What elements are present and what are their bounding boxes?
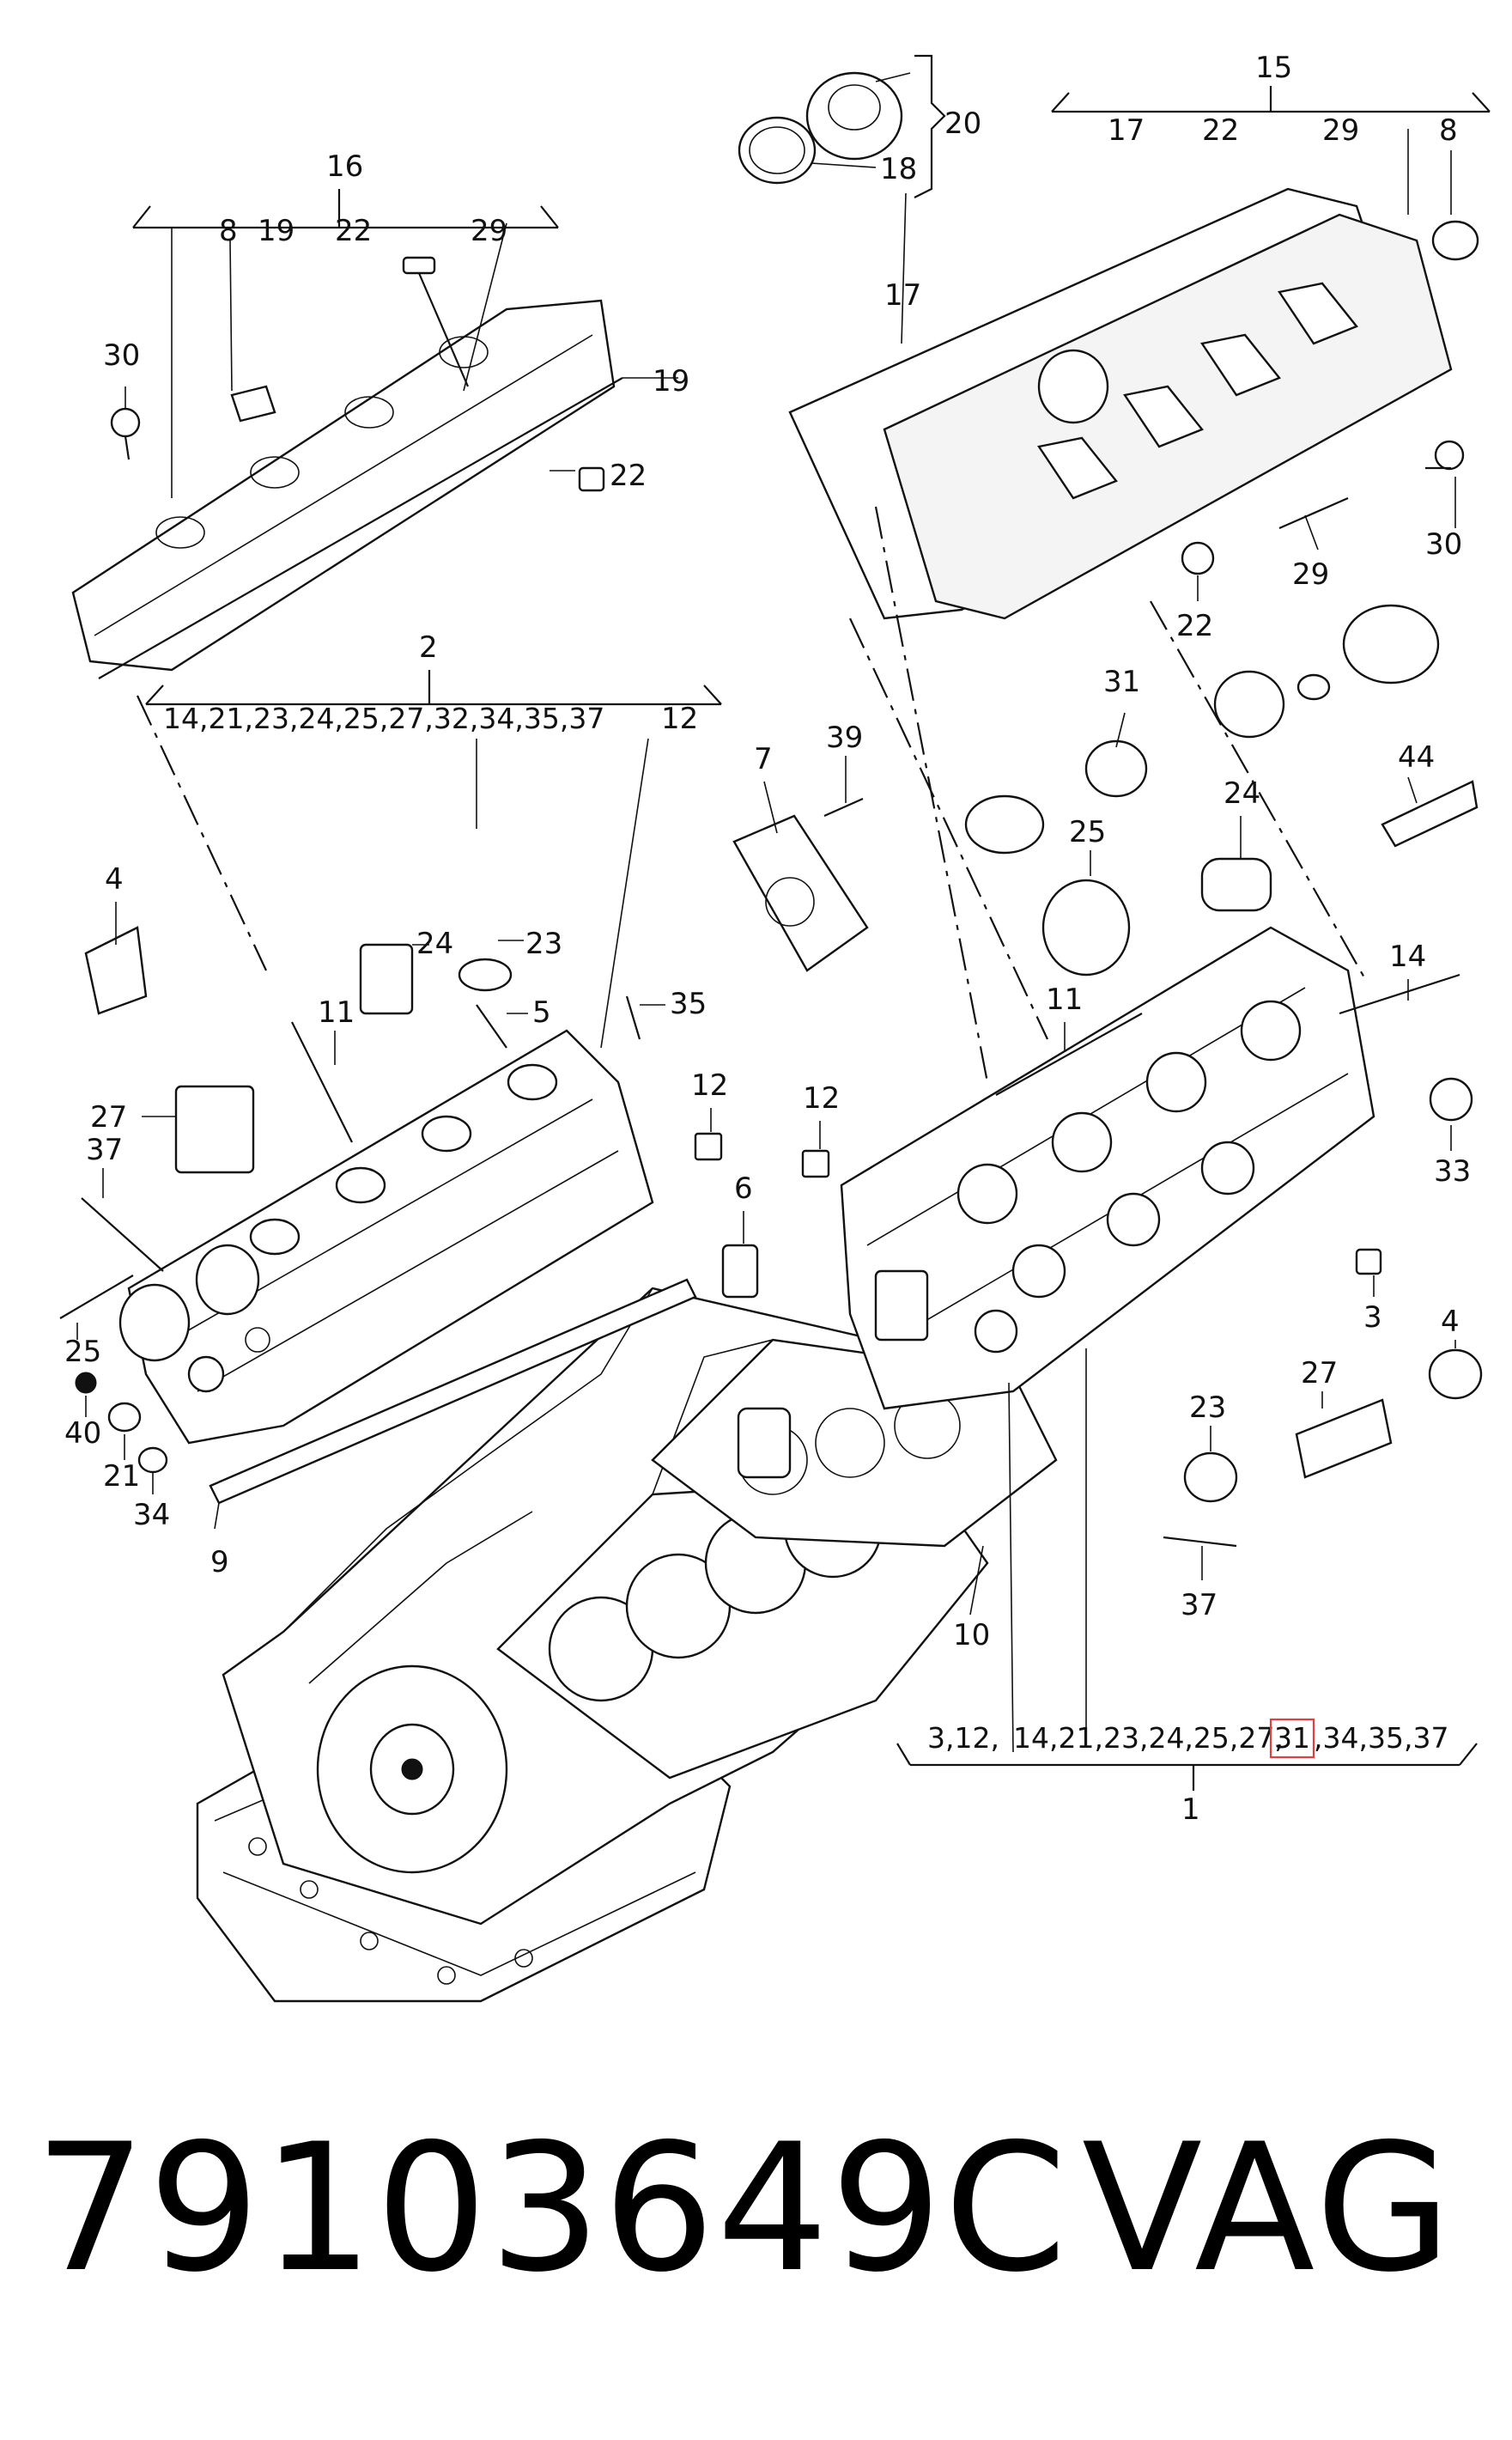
right-cylinder-head-illustration <box>840 926 1375 1410</box>
group-2: 2 14,21,23,24,25,27,32,34,35,37 12 <box>163 630 698 736</box>
callout-30-right: 30 <box>1425 527 1462 562</box>
group-1-items-b: ,34,35,37 <box>1314 1721 1448 1755</box>
callout-21: 21 <box>103 1459 140 1494</box>
callout-4-right: 4 <box>1441 1305 1460 1339</box>
callout-37-left: 37 <box>86 1133 123 1167</box>
highlight-box <box>1269 1718 1315 1759</box>
callout-4-left: 4 <box>105 862 124 897</box>
callout-10: 10 <box>953 1618 990 1652</box>
brand-name: VAG <box>1082 2107 1455 2311</box>
group-15-extra: 8 <box>1439 113 1458 148</box>
group-15-item-17: 17 <box>1108 113 1145 148</box>
callout-19-right: 19 <box>653 364 689 399</box>
callout-27-left: 27 <box>90 1100 127 1135</box>
callout-24-left: 24 <box>416 927 453 961</box>
engine-block-illustration <box>196 1278 1058 2003</box>
part-number: 79103649C <box>34 2107 1069 2311</box>
group-15-item-29: 29 <box>1322 113 1359 148</box>
callout-9: 9 <box>210 1545 229 1579</box>
group-1-prefix: 3,12, <box>927 1721 999 1755</box>
left-valve-cover-illustration <box>71 299 623 679</box>
callout-17: 17 <box>884 278 921 313</box>
group-16-item-19: 19 <box>258 214 295 248</box>
callout-34: 34 <box>133 1498 170 1532</box>
group-16-label: 16 <box>326 149 363 184</box>
callout-25-right: 25 <box>1069 815 1106 849</box>
callout-30-left: 30 <box>103 338 140 373</box>
group-16-item-29: 29 <box>471 214 507 248</box>
small-parts-illustration <box>59 71 1483 1548</box>
callout-12-left: 12 <box>691 1068 728 1103</box>
callout-11-left: 11 <box>318 995 355 1030</box>
callout-27-right: 27 <box>1301 1356 1338 1390</box>
group-2-label: 2 <box>419 630 438 665</box>
left-cylinder-head-illustration <box>118 1029 654 1445</box>
callout-44: 44 <box>1398 740 1435 775</box>
callout-25-left: 25 <box>64 1335 101 1369</box>
callout-37-right: 37 <box>1181 1588 1217 1622</box>
group-15-label: 15 <box>1255 51 1292 85</box>
leader-lines <box>76 54 1491 1791</box>
callout-40: 40 <box>64 1416 101 1451</box>
callout-22-left: 22 <box>610 459 647 493</box>
group-2-extra: 12 <box>661 702 698 736</box>
callout-18: 18 <box>880 152 917 186</box>
group-1: 3,12, 14,21,23,24,25,27, 31 ,34,35,37 1 <box>927 1718 1448 1827</box>
group-2-items: 14,21,23,24,25,27,32,34,35,37 <box>163 702 604 735</box>
group-1-label: 1 <box>1181 1792 1200 1827</box>
callout-31: 31 <box>1103 665 1140 699</box>
callout-6: 6 <box>734 1171 753 1206</box>
callout-3: 3 <box>1363 1300 1382 1335</box>
right-valve-cover-illustration <box>788 187 1453 620</box>
group-15: 15 17 22 29 8 <box>1108 51 1458 148</box>
callout-5: 5 <box>532 995 551 1030</box>
callout-12-right: 12 <box>803 1081 840 1116</box>
callout-33: 33 <box>1434 1154 1471 1189</box>
group-16-item-8: 8 <box>219 214 238 248</box>
callout-7: 7 <box>754 742 773 776</box>
callout-35: 35 <box>670 987 707 1021</box>
callout-23-left: 23 <box>525 927 562 961</box>
group-1-items-a: 14,21,23,24,25,27, <box>1013 1721 1284 1755</box>
group-16: 16 8 19 22 29 <box>219 149 507 248</box>
callout-11-right: 11 <box>1046 983 1083 1017</box>
group-15-item-22: 22 <box>1202 113 1239 148</box>
callout-20: 20 <box>944 106 981 141</box>
group-16-item-22: 22 <box>335 214 372 248</box>
callout-29-right: 29 <box>1292 557 1329 592</box>
callout-22-right: 22 <box>1176 609 1213 643</box>
group-1-highlight: 31 <box>1274 1721 1310 1755</box>
callout-39: 39 <box>826 721 863 755</box>
callout-14: 14 <box>1389 940 1426 974</box>
callout-labels: 20 18 30 19 22 17 30 29 22 31 44 39 7 25… <box>64 106 1471 1652</box>
callout-24-right: 24 <box>1224 776 1260 811</box>
callout-23-right: 23 <box>1189 1390 1226 1425</box>
